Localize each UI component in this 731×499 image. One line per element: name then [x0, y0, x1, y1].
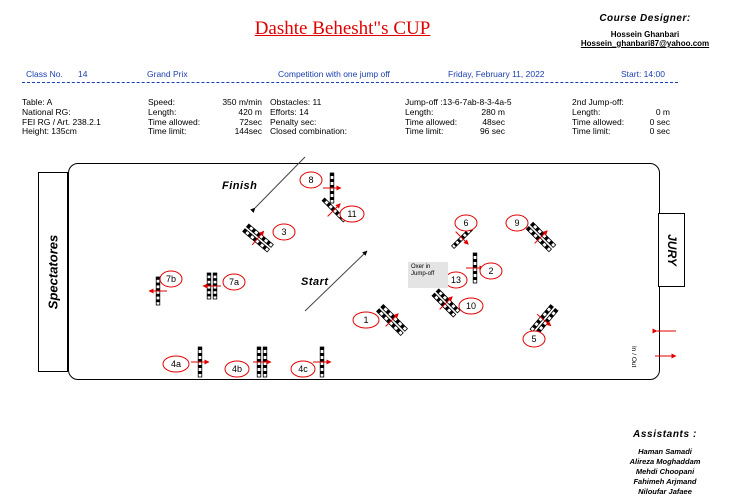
page-title: Dashte Behesht"s CUP	[254, 18, 431, 39]
obstacle-number: 1	[352, 311, 380, 329]
obstacle-numbers: 1 2 3 4a 4b 4c 5 6 7a 7b 8 9 10 11 13	[159, 171, 546, 378]
svg-text:11: 11	[347, 209, 356, 219]
oxer-in-jumpoff-note: Oxer in Jump-off	[408, 262, 448, 288]
info-col-table: Table: A National RG: FEI RG / Art. 238.…	[22, 97, 101, 137]
start-time: Start: 14:00	[621, 69, 665, 79]
competition-type: Competition with one jump off	[278, 69, 390, 79]
class-number: 14	[78, 69, 88, 79]
assistants-label: Assistants :	[633, 429, 697, 440]
obstacle-number: 11	[339, 205, 365, 223]
obstacle-number: 8	[299, 171, 323, 189]
assistant-name: Haman Samadi	[638, 447, 692, 456]
svg-text:1: 1	[363, 315, 368, 325]
direction-arrow	[536, 313, 552, 327]
svg-text:13: 13	[451, 275, 461, 285]
direction-arrow	[455, 231, 469, 245]
obstacle-number: 2	[479, 262, 503, 280]
svg-text:5: 5	[531, 334, 536, 344]
finish-label: Finish	[222, 180, 258, 192]
svg-text:10: 10	[466, 301, 476, 311]
obstacle-number: 7a	[222, 273, 246, 291]
obstacle-number: 4a	[162, 355, 190, 373]
info-col-2nd-jumpoff-labels: 2nd Jump-off: Length: Time allowed: Time…	[572, 97, 625, 137]
svg-text:4c: 4c	[298, 364, 308, 374]
svg-text:3: 3	[281, 227, 286, 237]
start-label: Start	[301, 276, 329, 288]
class-label: Class No.	[26, 69, 63, 79]
obstacle-number: 7b	[159, 270, 183, 288]
event-name: Grand Prix	[147, 69, 188, 79]
direction-arrow	[439, 296, 453, 310]
obstacle-number: 4b	[224, 360, 250, 378]
svg-text:4a: 4a	[171, 359, 181, 369]
info-col-2nd-jumpoff-values: 0 m 0 sec 0 sec	[649, 106, 670, 137]
info-col-jumpoff-labels: Jump-off :13-6-7ab-8-3-4a-5 Length: Time…	[405, 97, 512, 137]
svg-text:8: 8	[308, 175, 313, 185]
assistant-name: Fahimeh Arjmand	[633, 477, 697, 486]
direction-arrow	[385, 313, 399, 327]
obstacle-number: 10	[458, 297, 484, 315]
direction-arrow	[534, 230, 548, 244]
spectators-stand: Spectatores	[38, 172, 68, 372]
assistant-name: Alireza Moghaddam	[629, 457, 701, 466]
direction-arrow	[327, 203, 341, 217]
assistant-name: Mehdi Choopani	[635, 467, 695, 476]
obstacle-number: 9	[505, 214, 529, 232]
svg-text:7a: 7a	[229, 277, 239, 287]
obstacle-number: 5	[522, 330, 546, 348]
obstacle-number: 3	[272, 223, 296, 241]
course-designer-name: Hossein Ghanbari	[610, 30, 680, 39]
info-col-speed-values: 350 m/min 420 m 72sec 144sec	[222, 97, 262, 137]
jury-box: JURY	[658, 213, 685, 287]
info-col-speed-labels: Speed: Length: Time allowed: Time limit:	[148, 97, 201, 137]
course-designer-email[interactable]: Hossein_ghanbari87@yahoo.com	[580, 39, 710, 48]
svg-text:9: 9	[514, 218, 519, 228]
finish-line	[250, 156, 306, 213]
svg-text:2: 2	[488, 266, 493, 276]
obstacle-number: 6	[454, 214, 478, 232]
event-date: Friday, February 11, 2022	[448, 69, 545, 79]
info-col-obstacles: Obstacles: 11 Efforts: 14 Penalty sec: C…	[270, 97, 348, 137]
obstacle-number: 4c	[290, 360, 316, 378]
svg-text:4b: 4b	[232, 364, 242, 374]
obstacle-number: 13	[444, 271, 468, 289]
info-col-jumpoff-values: 280 m 48sec 96 sec	[479, 106, 505, 137]
course-designer-label: Course Designer:	[599, 13, 691, 24]
header-divider	[22, 82, 678, 83]
direction-arrow	[251, 230, 265, 246]
assistant-name: Niloufar Jafaee	[638, 487, 692, 496]
svg-text:6: 6	[463, 218, 468, 228]
start-line	[304, 250, 368, 312]
svg-text:7b: 7b	[166, 274, 176, 284]
finish-start-lines	[250, 156, 677, 359]
